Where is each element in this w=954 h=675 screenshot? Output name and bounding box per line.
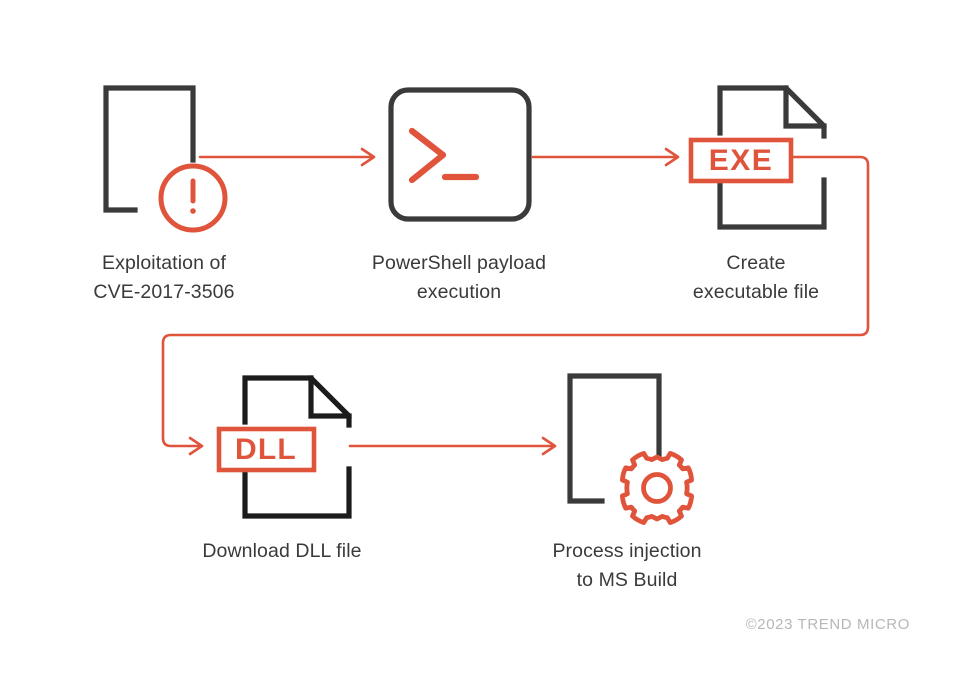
node-label-process-injection: Process injection to MS Build — [552, 540, 702, 591]
document-gear-icon — [567, 373, 694, 525]
copyright-notice: ©2023 TREND MICRO — [745, 616, 910, 633]
gear-icon — [620, 451, 694, 525]
dll-badge-label: DLL — [235, 433, 297, 466]
connector-powershell-to-create-exe — [531, 147, 680, 167]
node-label-download-dll: Download DLL file — [202, 540, 362, 562]
terminal-window-frame — [388, 87, 532, 222]
chevron-prompt-icon — [408, 127, 447, 184]
node-label-create-exe: Create executable file — [692, 252, 820, 303]
gear-teeth — [620, 451, 694, 525]
connector-exploitation-to-powershell — [198, 147, 376, 167]
connector-download-dll-to-process-injection — [348, 436, 557, 456]
document-alert-icon — [103, 85, 228, 233]
connector-create-exe-to-download-dll — [161, 155, 870, 456]
terminal-prompt-icon — [388, 87, 532, 222]
file-exe-icon: EXE — [688, 85, 827, 230]
node-label-exploitation: Exploitation of CVE-2017-3506 — [93, 252, 235, 303]
dll-badge-frame — [216, 426, 317, 473]
node-label-powershell: PowerShell payload execution — [371, 252, 547, 303]
exclamation-dot — [190, 208, 196, 214]
exe-badge-frame — [688, 137, 794, 184]
exe-badge-label: EXE — [709, 144, 774, 177]
gear-hub — [641, 472, 673, 504]
file-dll-icon: DLL — [216, 375, 352, 519]
